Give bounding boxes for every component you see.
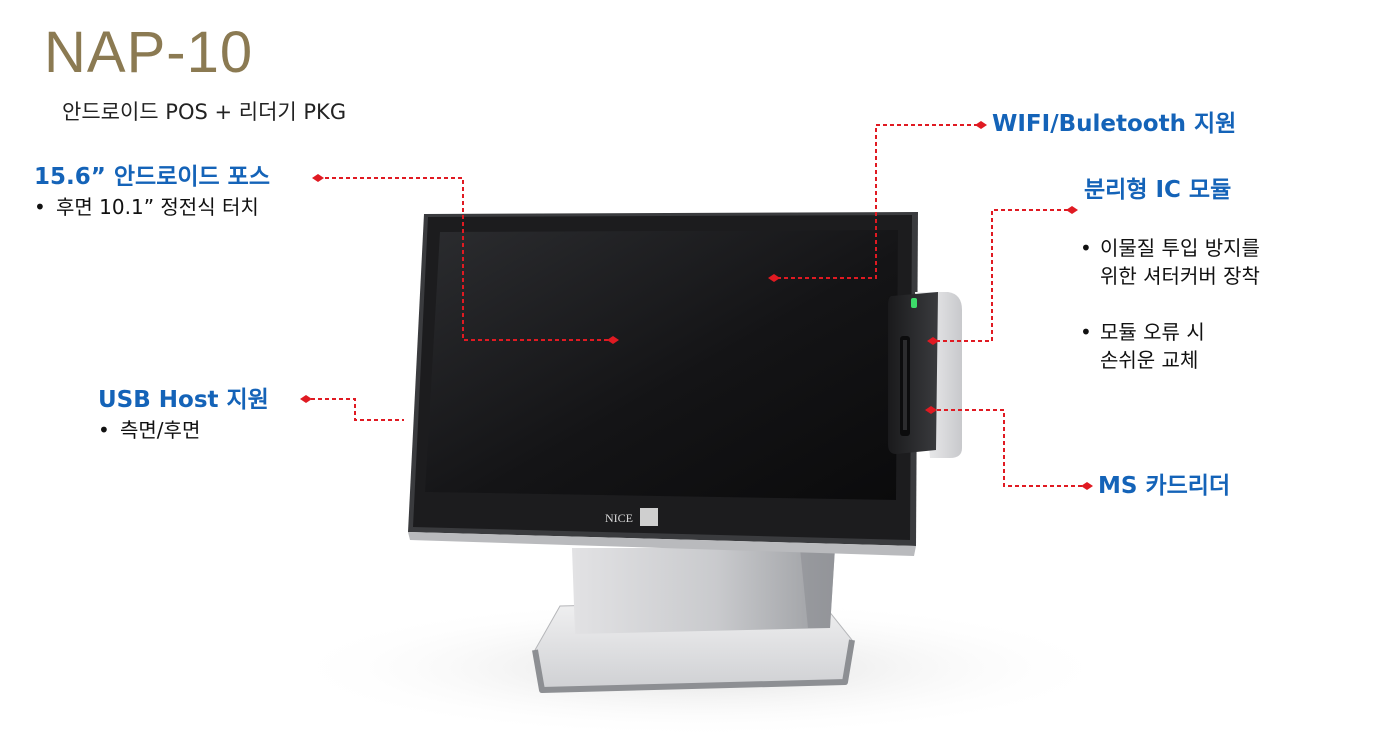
ic-module-slot-inner — [903, 340, 907, 430]
feature-screen-title: 15.6” 안드로이드 포스 — [34, 164, 270, 190]
device-logo-text: NICE — [605, 511, 633, 525]
feature-ic-module: 분리형 IC 모듈 이물질 투입 방지를 위한 셔터커버 장착 모듈 오류 시 … — [1080, 176, 1260, 402]
feature-usb: USB Host 지원 측면/후면 — [98, 386, 269, 444]
monitor-chin — [408, 532, 916, 556]
feature-usb-item: 측면/후면 — [98, 416, 269, 444]
feature-ic-module-list: 이물질 투입 방지를 위한 셔터커버 장착 모듈 오류 시 손쉬운 교체 — [1080, 206, 1260, 402]
feature-screen-list: 후면 10.1” 정전식 터치 — [34, 193, 270, 221]
feature-ms-reader-title: MS 카드리더 — [1098, 473, 1231, 499]
feature-ic-module-item: 모듈 오류 시 손쉬운 교체 — [1080, 318, 1260, 374]
ic-module-front — [888, 292, 938, 454]
stand-base-edge — [532, 639, 855, 693]
ic-module-led — [911, 298, 917, 308]
device-logo-mark — [640, 508, 658, 526]
stand-neck — [572, 548, 835, 634]
feature-usb-list: 측면/후면 — [98, 416, 269, 444]
feature-usb-title: USB Host 지원 — [98, 387, 269, 413]
stand-neck-shade — [800, 548, 835, 628]
feature-wifi-title: WIFI/Buletooth 지원 — [992, 111, 1237, 137]
page-subtitle: 안드로이드 POS + 리더기 PKG — [62, 100, 347, 124]
feature-ic-module-title: 분리형 IC 모듈 — [1084, 177, 1232, 203]
feature-screen-item: 후면 10.1” 정전식 터치 — [34, 193, 270, 221]
feature-screen: 15.6” 안드로이드 포스 후면 10.1” 정전식 터치 — [34, 163, 270, 221]
monitor-screen — [425, 230, 898, 500]
feature-ic-module-item: 이물질 투입 방지를 위한 셔터커버 장착 — [1080, 234, 1260, 290]
page-title: NAP-10 — [44, 20, 254, 85]
